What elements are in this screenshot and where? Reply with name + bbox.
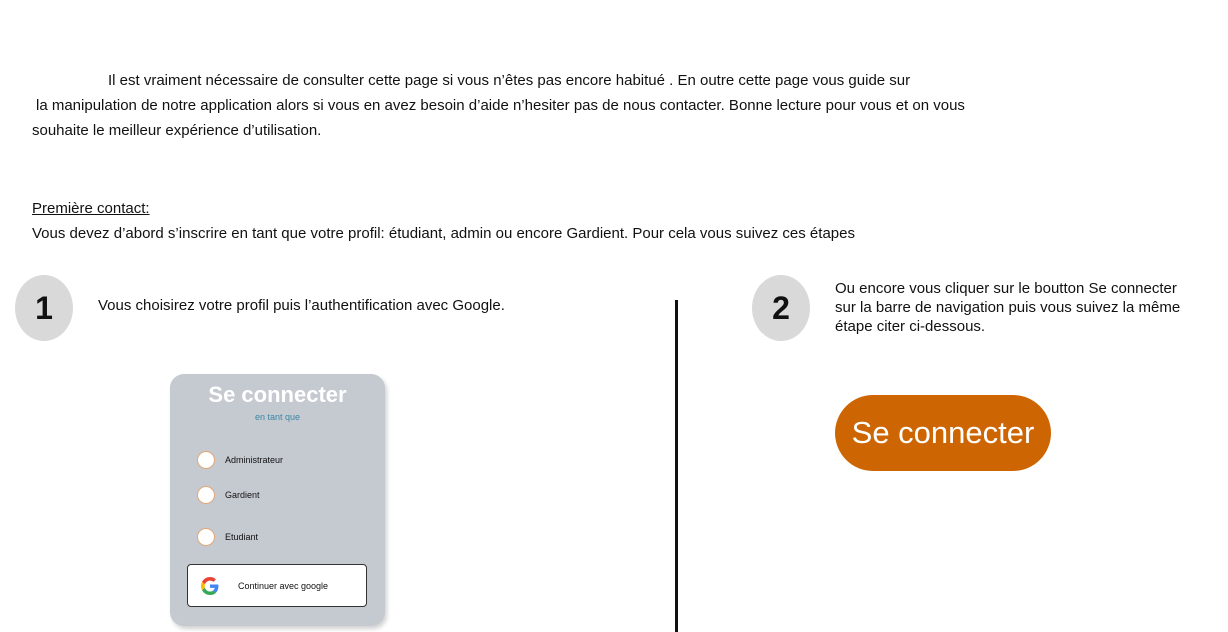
profile-option-label: Etudiant — [225, 532, 259, 542]
intro-paragraph: Il est vraiment nécessaire de consulter … — [32, 68, 1122, 143]
google-signin-button[interactable]: Continuer avec google — [187, 564, 367, 607]
login-card-title: Se connecter — [208, 382, 347, 407]
profile-option-administrateur[interactable]: Administrateur — [197, 451, 283, 469]
intro-line-2: la manipulation de notre application alo… — [36, 97, 965, 114]
radio-button[interactable] — [197, 451, 215, 469]
section-title: Première contact: — [32, 200, 150, 217]
profile-option-label: Gardient — [225, 490, 260, 500]
profile-option-etudiant[interactable]: Etudiant — [197, 528, 258, 546]
vertical-divider — [675, 300, 678, 632]
radio-button[interactable] — [197, 486, 215, 504]
section-description: Vous devez d’abord s’inscrire en tant qu… — [32, 225, 855, 242]
intro-line-3: souhaite le meilleur expérience d’utilis… — [32, 122, 322, 139]
step-2-line-2: sur la barre de navigation puis vous sui… — [835, 299, 1181, 316]
step-2-badge: 2 — [752, 275, 810, 341]
login-card-subtitle: en tant que — [254, 412, 301, 422]
google-signin-label: Continuer avec google — [238, 580, 329, 591]
step-2-line-3: étape citer ci-dessous. — [835, 318, 986, 335]
step-1-badge: 1 — [15, 275, 73, 341]
login-card: Se connecter en tant que Administrateur … — [170, 374, 385, 626]
intro-line-1: Il est vraiment nécessaire de consulter … — [108, 72, 911, 89]
step-1-text: Vous choisirez votre profil puis l’authe… — [98, 297, 505, 314]
profile-option-label: Administrateur — [225, 455, 284, 465]
step-2-text: Ou encore vous cliquer sur le boutton Se… — [835, 279, 1228, 336]
profile-option-gardient[interactable]: Gardient — [197, 486, 260, 504]
google-icon — [201, 576, 219, 595]
se-connecter-button[interactable]: Se connecter — [835, 395, 1051, 471]
step-2-line-1: Ou encore vous cliquer sur le boutton Se… — [835, 280, 1177, 297]
radio-button[interactable] — [197, 528, 215, 546]
